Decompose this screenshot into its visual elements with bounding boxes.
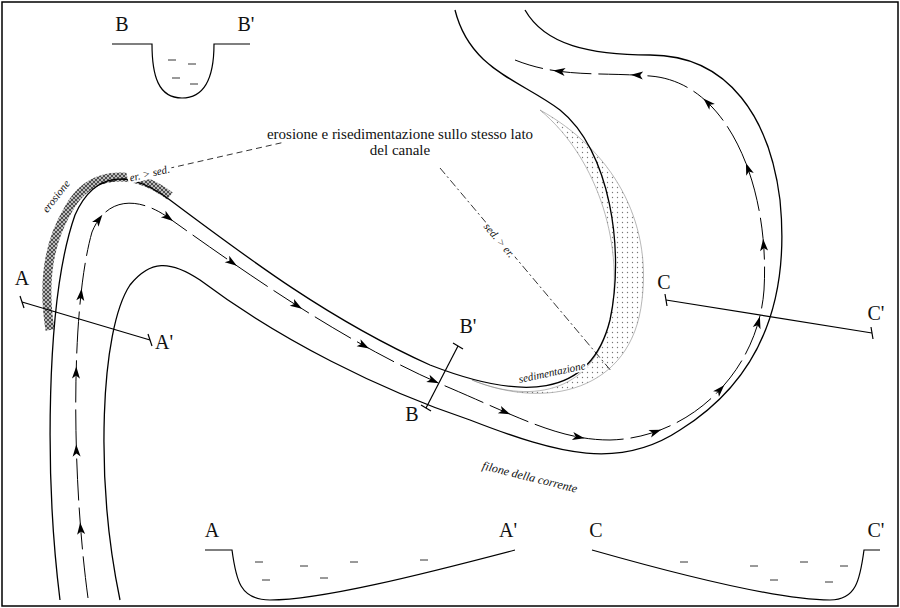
flow-arrowhead: [753, 315, 764, 329]
flow-arrowhead: [742, 162, 754, 176]
flow-arrowhead: [713, 382, 727, 396]
section-letter: C': [868, 519, 885, 541]
cross-section: [592, 550, 880, 600]
flow-arrowhead: [648, 426, 662, 438]
water-dash: [255, 560, 428, 580]
leader-line: [100, 142, 285, 184]
flow-arrowhead: [572, 432, 585, 442]
leader-line: [440, 168, 612, 372]
cross-section: [205, 550, 515, 600]
flow-arrowhead: [76, 522, 85, 535]
flow-arrowhead: [357, 339, 371, 352]
section-letter: B': [460, 315, 477, 337]
section-letter: A': [499, 519, 517, 541]
section-line: [20, 294, 873, 411]
section-letter: A': [155, 331, 173, 353]
flow-arrowhead: [161, 211, 175, 224]
section-letter: A: [15, 267, 29, 289]
note-label: sed. > er.: [481, 219, 519, 261]
flow-arrowhead: [76, 288, 85, 301]
flow-arrowhead: [92, 212, 106, 226]
water-dash: [168, 60, 198, 84]
section-letter: C: [589, 519, 602, 541]
section-letter: B: [115, 13, 128, 35]
cross-section: [112, 44, 250, 98]
river-bank: [50, 10, 615, 600]
flow-arrowhead: [553, 67, 566, 77]
section-letter: A: [205, 519, 219, 541]
flow-arrowhead: [72, 444, 80, 456]
flow-arrowhead: [72, 366, 80, 378]
section-letter: C: [657, 271, 670, 293]
section-letter: B': [238, 13, 255, 35]
flow-arrowhead: [290, 299, 304, 312]
flow-arrowhead: [701, 96, 715, 110]
sediment-bar: [472, 110, 644, 393]
thread-label: filone della corrente: [481, 460, 579, 496]
water-dash: [680, 562, 848, 582]
section-letter: B: [405, 403, 418, 425]
erosion-zone: [47, 177, 170, 330]
note-label: erosione e risedimentazione sullo stesso…: [265, 126, 535, 159]
flow-arrowhead: [225, 256, 239, 269]
current-thread: [76, 60, 765, 598]
section-letter: C': [868, 302, 885, 324]
flow-arrowhead: [759, 239, 768, 252]
river-bank: [104, 10, 782, 600]
flow-arrowhead: [498, 406, 512, 418]
flow-arrowhead: [631, 71, 643, 80]
